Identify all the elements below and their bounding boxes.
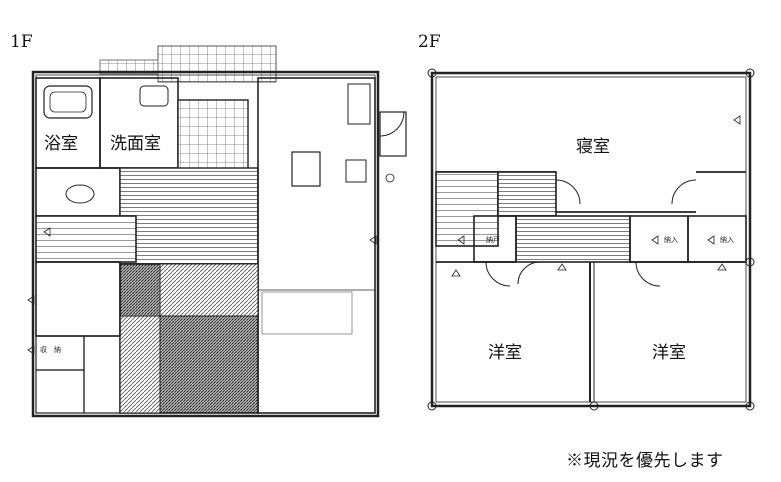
closet-label-1f: 収 納 bbox=[40, 345, 61, 354]
toilet-room bbox=[35, 167, 121, 217]
closet-label-2f-right: 納入 bbox=[720, 235, 734, 244]
room-label-bath: 浴室 bbox=[44, 134, 78, 154]
staircase bbox=[35, 215, 137, 263]
disclaimer-note: ※現況を優先します bbox=[566, 451, 724, 471]
closet-label-2f-left: 納戸 bbox=[486, 235, 500, 244]
first-floor-outer-wall bbox=[31, 70, 380, 418]
room-label-western-right: 洋室 bbox=[652, 343, 686, 363]
outdoor-deck bbox=[157, 45, 277, 83]
closet-2f-mid bbox=[629, 215, 689, 263]
ldk bbox=[257, 77, 376, 414]
first-floor-plan bbox=[27, 45, 407, 418]
floor-label-2f: 2F bbox=[418, 32, 441, 52]
stair-well-2f bbox=[435, 171, 499, 247]
room-label-washroom: 洗面室 bbox=[110, 134, 161, 154]
washbasin bbox=[139, 85, 169, 107]
second-floor-plan bbox=[427, 68, 755, 411]
hallway-2f bbox=[515, 215, 631, 263]
closet-label-2f-mid: 納入 bbox=[664, 235, 678, 244]
hallway bbox=[119, 167, 259, 265]
toilet bbox=[65, 184, 95, 204]
closet-2f-right bbox=[687, 215, 747, 263]
washroom bbox=[99, 77, 179, 169]
second-floor-outer-wall bbox=[430, 71, 752, 408]
room-label-bedroom: 寝室 bbox=[576, 136, 610, 157]
room-label-western-left: 洋室 bbox=[488, 343, 522, 363]
bathroom bbox=[35, 77, 101, 169]
closet-first-floor bbox=[35, 261, 121, 337]
kitchen-counter bbox=[291, 151, 321, 187]
floor-label-1f: 1F bbox=[10, 32, 33, 52]
bathtub bbox=[43, 85, 93, 119]
